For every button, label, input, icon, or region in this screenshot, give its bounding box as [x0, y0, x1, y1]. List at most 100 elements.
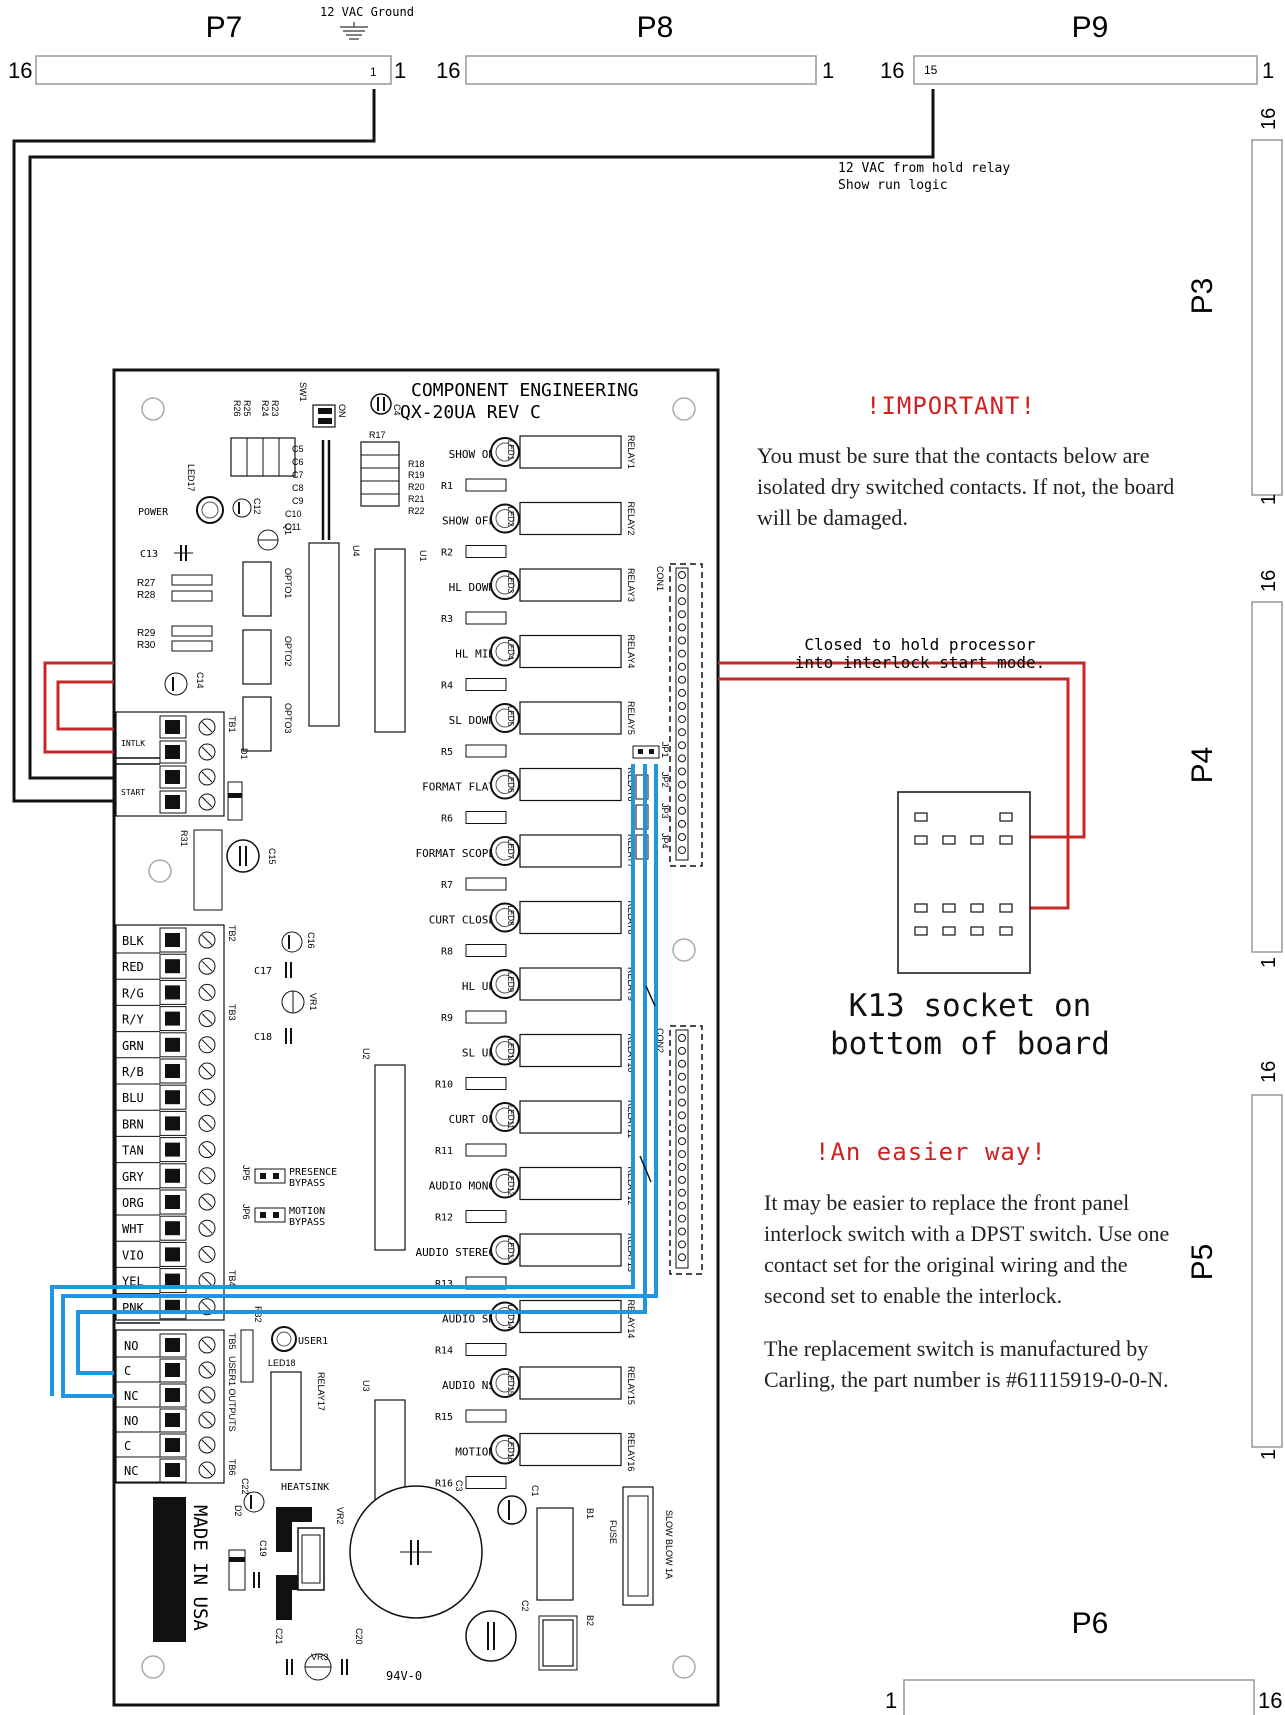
- p7-pin-1: 1: [394, 58, 406, 83]
- relay-body: [519, 967, 622, 1001]
- relay-function-label: CURT CLOSE: [429, 914, 495, 927]
- led-label: LED12: [506, 1172, 515, 1197]
- svg-text:PRESENCE: PRESENCE: [289, 1167, 337, 1178]
- output-row: C: [116, 1358, 216, 1383]
- led-label: LED6: [506, 773, 515, 794]
- output-row: NC: [116, 1383, 216, 1408]
- important-body: You must be sure that the contacts below…: [757, 443, 1175, 530]
- svg-text:VR1: VR1: [308, 993, 318, 1011]
- led-label: LED5: [506, 706, 515, 727]
- relay-function-label: AUDIO STEREO: [416, 1246, 495, 1259]
- terminal-color-label: BLK: [122, 934, 144, 948]
- resistors-r29-r30: R29 R30: [137, 625, 213, 652]
- svg-text:JP5: JP5: [241, 1165, 251, 1181]
- header-pins-vertical: [321, 440, 331, 540]
- capacitor-c3-c1: C3 C1: [454, 1480, 540, 1525]
- led-label: LED8: [506, 906, 515, 927]
- jumper-jp5: JP5 PRESENCE BYPASS: [241, 1165, 337, 1189]
- k13-pin: [942, 835, 956, 845]
- terminal-color-label: GRN: [122, 1039, 144, 1053]
- resistor-label: R6: [441, 814, 453, 825]
- tb6-label: TB6: [227, 1459, 237, 1476]
- terminal-color-label: R/Y: [122, 1013, 144, 1027]
- capacitor-labels-c5-c11: C5 C6 C7 C8 C9 C10 C11: [285, 444, 304, 532]
- svg-text:C8: C8: [292, 483, 304, 493]
- terminal-color-label: R/B: [122, 1065, 144, 1079]
- made-in-usa-strip: MADE IN USA: [153, 1497, 211, 1642]
- led-label: LED14: [506, 1305, 515, 1330]
- svg-text:C7: C7: [292, 470, 304, 480]
- relay-function-label: MOTION: [455, 1446, 495, 1459]
- svg-text:VR2: VR2: [335, 1507, 345, 1525]
- k13-pin: [914, 903, 928, 913]
- fuse: FUSE SLOW BLOW 1A: [608, 1486, 674, 1606]
- output-row: C: [116, 1433, 216, 1458]
- p4-pin-1: 1: [1258, 957, 1280, 968]
- led-label: LED15: [506, 1371, 515, 1396]
- connector-pin: [678, 610, 686, 619]
- k13-pin: [999, 835, 1013, 845]
- svg-text:OPTO1: OPTO1: [283, 568, 293, 598]
- connector-pin: [678, 819, 686, 828]
- resistor: [465, 545, 507, 558]
- ic-u1: U1: [374, 548, 428, 733]
- relay-function-label: SHOW ON: [449, 448, 495, 461]
- relay-label: RELAY16: [626, 1433, 636, 1472]
- svg-text:R20: R20: [408, 482, 425, 492]
- terminal-row: BLU: [116, 1084, 216, 1111]
- regulator-vr1: VR1: [281, 990, 318, 1014]
- output-label: C: [124, 1439, 131, 1453]
- p9-pin-1: 1: [1262, 58, 1274, 83]
- easier-title: !An easier way!: [815, 1138, 1047, 1166]
- output-label: NC: [124, 1389, 138, 1403]
- svg-text:C19: C19: [258, 1540, 268, 1557]
- resistor-label: R7: [441, 880, 453, 891]
- header-p4: 16 1 P4: [1186, 570, 1283, 968]
- terminal-color-label: TAN: [122, 1144, 144, 1158]
- connector-pin: [678, 1163, 686, 1171]
- svg-text:CON1: CON1: [655, 566, 665, 591]
- connector-pin: [678, 728, 686, 737]
- terminal-row: VIO: [116, 1241, 216, 1268]
- header-p9-label: P9: [1072, 11, 1109, 44]
- terminal-rows: BLKREDR/GR/YGRNR/BBLUBRNTANGRYORGWHTVIOY…: [116, 927, 216, 1320]
- resistor-label: R16: [435, 1479, 453, 1490]
- tb3-label: TB3: [227, 1004, 237, 1021]
- svg-text:U4: U4: [351, 545, 361, 557]
- capacitor-c17: C17: [254, 962, 292, 978]
- svg-text:C1: C1: [530, 1485, 540, 1497]
- led-label: LED1: [506, 440, 515, 461]
- svg-text:FUSE: FUSE: [608, 1520, 618, 1544]
- relay-body: [519, 1299, 622, 1334]
- output-label: C: [124, 1364, 131, 1378]
- board-title-1: COMPONENT ENGINEERING: [411, 380, 639, 401]
- connector-pin: [678, 623, 686, 632]
- resistor-array-r23-r26: R26 R25 R24 R23: [230, 400, 296, 477]
- terminal-color-label: GRY: [122, 1170, 144, 1184]
- p8-pin-1: 1: [822, 58, 834, 83]
- svg-text:SLOW BLOW 1A: SLOW BLOW 1A: [664, 1510, 674, 1579]
- relay-body: [519, 900, 622, 935]
- closed-label-2: into interlock start mode.: [795, 653, 1045, 672]
- svg-text:JP6: JP6: [241, 1204, 251, 1220]
- bridge-b1: B1: [536, 1507, 595, 1601]
- heatsink-vr2: VR2: [276, 1507, 345, 1620]
- header-p7: 16 1 1: [8, 55, 406, 85]
- capacitor-c12: C12: [232, 498, 262, 518]
- svg-text:BYPASS: BYPASS: [289, 1217, 325, 1228]
- resistor: [465, 944, 507, 957]
- connector-pin: [678, 1046, 686, 1055]
- svg-text:C10: C10: [285, 509, 302, 519]
- relay-body: [519, 1033, 622, 1068]
- svg-text:R28: R28: [137, 590, 156, 601]
- p7-pin-1-inner: 1: [370, 65, 377, 79]
- capacitor-c22: C22 HEATSINK D2: [233, 1478, 329, 1517]
